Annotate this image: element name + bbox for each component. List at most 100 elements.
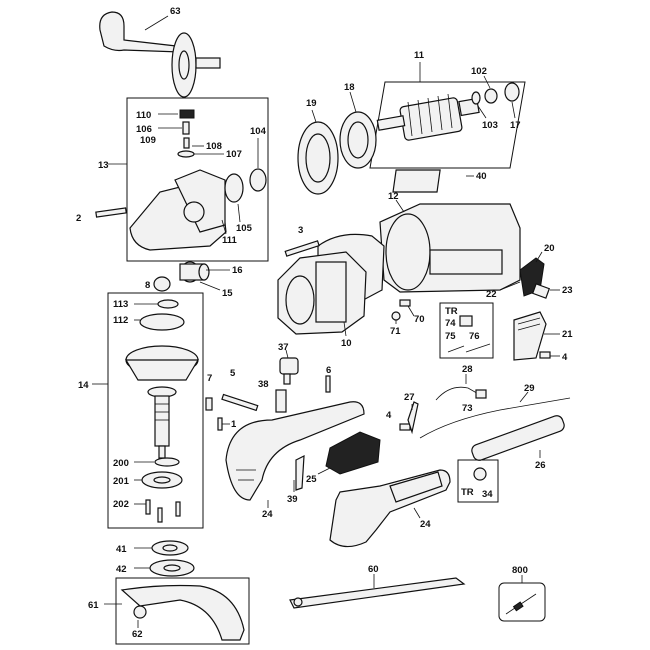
bearing-103-part [471,91,481,105]
leader-63 [144,15,169,31]
armature-part [376,93,480,141]
spring-106-part [182,121,190,135]
label-61: 61 [88,600,99,611]
screw-2-part [95,207,127,218]
label-21: 21 [562,329,573,340]
label-6: 6 [326,365,331,376]
guard-group-box [115,577,250,645]
label-14: 14 [78,380,89,391]
gear-head-part [129,169,227,251]
pin-108-part [183,137,190,149]
label-2: 2 [76,213,81,224]
label-7: 7 [207,373,212,384]
kit-800-box [498,582,546,622]
side-handle-part [99,11,221,98]
screws-202-part [145,499,181,523]
label-27: 27 [404,392,415,403]
rod-5-part [221,393,259,412]
label-17: 17 [510,120,521,131]
nut-8-part [153,276,171,292]
label-110: 110 [136,110,151,121]
label-8: 8 [145,280,150,291]
label-39: 39 [287,494,298,505]
label-60: 60 [368,564,379,575]
label-106: 106 [136,124,152,135]
ring-part [339,111,377,169]
label-20: 20 [544,243,555,254]
cord-29-part [419,397,571,439]
label-103: 103 [482,120,498,131]
label-38: 38 [258,379,269,390]
screw-6-part [325,375,331,393]
label-10: 10 [341,338,352,349]
part-74 [459,315,473,327]
label-113: 113 [113,299,128,310]
label-108: 108 [206,141,222,152]
tr-group-box-1 [439,302,494,359]
label-107: 107 [226,149,242,160]
label-40: 40 [476,171,487,182]
spindle-group-box [107,292,204,529]
part-34 [473,467,487,481]
label-70: 70 [414,314,425,325]
label-63: 63 [170,6,181,17]
washer-107-part [177,150,195,158]
kit-800-part [505,593,537,615]
lock-pin-110-part [179,109,195,119]
label-105: 105 [236,223,253,234]
stator-part [277,251,367,335]
label-112: 112 [113,315,128,326]
label-24a: 24 [262,509,273,520]
label-4a: 4 [562,352,568,363]
flange-nut-41-part [151,540,189,556]
label-73: 73 [462,403,473,414]
washer-200-part [154,457,180,467]
label-19: 19 [306,98,317,109]
brush-23-part [531,283,551,299]
label-3: 3 [298,225,303,236]
label-23: 23 [562,285,573,296]
label-15: 15 [222,288,233,299]
screw-71-part [391,311,401,321]
label-24b: 24 [420,519,431,530]
label-202: 202 [113,499,129,510]
label-37: 37 [278,342,289,353]
pin-3-part [284,240,320,257]
spindle-collar-part [179,261,210,283]
part-76 [465,343,491,353]
label-4b: 4 [386,410,392,421]
bearing-104-part [249,168,267,192]
label-5: 5 [230,368,236,379]
label-76: 76 [469,331,480,342]
label-109: 109 [140,135,156,146]
fan-baffle-part [297,121,339,195]
o-ring-105-part [224,173,244,203]
cable-clamp-28-part [435,386,483,401]
label-74: 74 [445,318,456,329]
flange-201-part [141,471,183,489]
label-111: 111 [222,235,238,246]
spanner-60-part [289,577,466,609]
label-18: 18 [344,82,355,93]
label-11: 11 [414,50,425,61]
label-12: 12 [388,191,399,202]
label-200: 200 [113,458,129,469]
spindle-shaft-part [154,395,170,459]
label-28: 28 [462,364,473,375]
bearing-102-part [484,88,498,104]
label-13: 13 [98,160,109,171]
bearing-17-part [504,82,520,102]
label-800: 800 [512,565,528,576]
screw-4a-part [539,351,551,359]
label-1: 1 [231,419,237,430]
wheel-guard-61-part [120,584,245,641]
label-102: 102 [471,66,487,77]
label-26: 26 [535,460,546,471]
part-75 [447,345,465,353]
gear-head-group-box [126,97,269,262]
screw-7-part [205,397,213,411]
flange-42-part [149,559,195,577]
label-104: 104 [250,126,267,137]
switch-25-part [325,431,381,475]
main-handle-24-part [329,469,451,548]
